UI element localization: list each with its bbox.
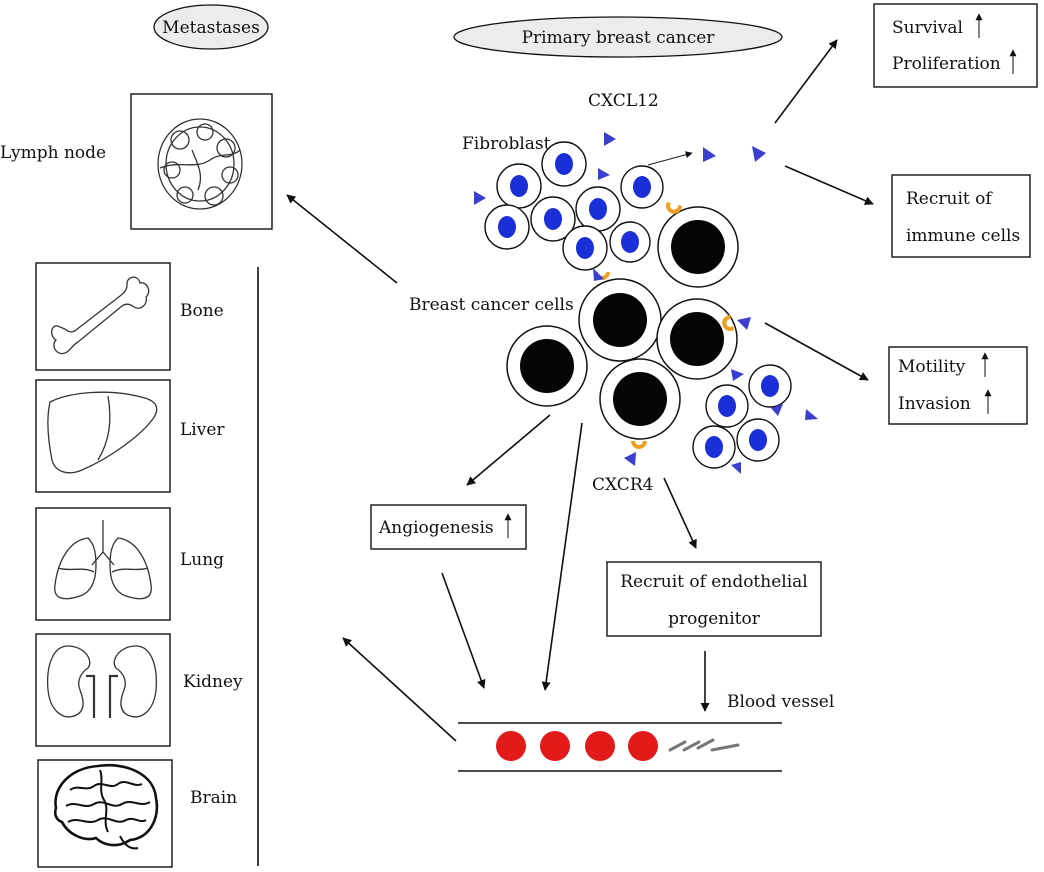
arrow-to-lymph-node xyxy=(286,194,398,284)
blood-vessel-label: Blood vessel xyxy=(727,692,834,712)
recruit-immune-box xyxy=(891,174,1031,258)
arrow-to-survival xyxy=(774,39,838,124)
cancer-cell xyxy=(656,298,738,380)
cxcl12-ligand xyxy=(593,268,604,281)
motility-invasion-box xyxy=(888,346,1028,425)
cxcl12-ligand xyxy=(703,147,716,162)
recruit-immune-line2: immune cells xyxy=(906,226,1020,246)
organ-label-lung: Lung xyxy=(180,550,224,570)
lymph-node-icon xyxy=(157,118,243,210)
angiogenesis-label: Angiogenesis xyxy=(378,518,494,538)
liver-box xyxy=(35,379,171,493)
kidney-icon xyxy=(46,645,158,718)
arrow-to-organs xyxy=(342,637,457,742)
liver-icon xyxy=(47,391,158,474)
organ-label-kidney: Kidney xyxy=(183,672,243,692)
cxcl12-ligand xyxy=(731,462,741,474)
survival-proliferation-box xyxy=(873,3,1038,88)
arrow-to-immune xyxy=(784,165,874,205)
fibroblast-cell xyxy=(609,221,651,263)
cxcl12-ligands xyxy=(474,132,818,474)
red-blood-cell xyxy=(540,731,570,761)
primary-cancer-header: Primary breast cancer xyxy=(453,16,783,58)
survival-label: Survival xyxy=(892,18,963,38)
cxcr4-receptor xyxy=(631,441,647,449)
fibroblast-cell xyxy=(484,204,530,250)
cxcl12-ligand xyxy=(731,369,744,381)
lymph-node-box xyxy=(130,93,273,230)
breast-cancer-cells xyxy=(506,206,739,440)
cxcl12-label: CXCL12 xyxy=(588,91,659,111)
blood-vessel xyxy=(458,722,782,772)
arrow-angiogenesis-to-vessel xyxy=(441,572,486,689)
red-blood-cell xyxy=(496,731,526,761)
organ-label-bone: Bone xyxy=(180,301,224,321)
fibroblast-cell xyxy=(496,163,542,209)
primary-cancer-label: Primary breast cancer xyxy=(522,28,716,48)
angiogenesis-box xyxy=(370,504,527,550)
endothelial-line2: progenitor xyxy=(668,609,761,629)
organ-label-liver: Liver xyxy=(180,420,225,440)
fibroblast-label: Fibroblast xyxy=(462,134,551,154)
bone-icon xyxy=(50,276,150,355)
fibroblast-cell xyxy=(736,418,780,462)
arrow-ligand-release xyxy=(647,151,693,166)
arrow-to-motility xyxy=(764,322,869,381)
cxcl12-ligand xyxy=(737,317,751,330)
arrow-to-angiogenesis xyxy=(466,414,551,486)
metastases-label: Metastases xyxy=(162,18,260,38)
endothelial-line1: Recruit of endothelial xyxy=(620,572,807,592)
arrow-to-blood-vessel xyxy=(541,422,583,691)
cxcr4-receptor xyxy=(722,315,734,331)
fibroblast-cells xyxy=(484,141,792,469)
fibroblast-cell xyxy=(748,364,792,408)
fibroblast-cell xyxy=(692,425,736,469)
invasion-label: Invasion xyxy=(898,394,971,414)
recruit-immune-line1: Recruit of xyxy=(906,189,993,209)
breast-cancer-cells-label: Breast cancer cells xyxy=(409,295,574,315)
cxcl12-ligand xyxy=(598,168,610,180)
fibroblast-cell xyxy=(530,196,576,242)
motility-label: Motility xyxy=(898,357,966,377)
fibroblast-cell xyxy=(575,186,621,232)
bone-box xyxy=(35,262,171,371)
red-blood-cell xyxy=(585,731,615,761)
cancer-cell xyxy=(506,325,588,407)
lymph-node-label: Lymph node xyxy=(0,143,106,163)
cxcl12-ligand xyxy=(752,146,766,162)
cxcr4-label: CXCR4 xyxy=(592,475,653,495)
fibroblast-cell xyxy=(705,384,749,428)
cancer-cell xyxy=(578,278,662,362)
cxcl12-ligand xyxy=(474,191,486,205)
lung-icon xyxy=(54,520,152,600)
cxcl12-ligand xyxy=(604,132,616,146)
cancer-cell xyxy=(599,358,681,440)
endothelial-progenitor-box xyxy=(606,561,822,637)
red-blood-cell xyxy=(628,731,658,761)
kidney-box xyxy=(35,633,171,747)
organ-label-brain: Brain xyxy=(190,788,237,808)
endothelial-streaks xyxy=(668,738,740,752)
proliferation-label: Proliferation xyxy=(892,54,1001,74)
brain-icon xyxy=(53,763,159,850)
cxcl12-ligand xyxy=(805,409,818,420)
arrow-to-endothelial xyxy=(663,477,697,549)
cancer-cell xyxy=(657,206,739,288)
fibroblast-cell xyxy=(620,165,664,209)
cxcl12-ligand xyxy=(771,404,783,416)
cxcl12-ligand xyxy=(624,452,636,466)
fibroblast-cell xyxy=(562,225,608,271)
cxcr4-receptor xyxy=(666,202,682,214)
pathway-arrows xyxy=(286,39,874,742)
fibroblast-cell xyxy=(541,141,587,187)
metastases-header: Metastases xyxy=(153,4,269,50)
